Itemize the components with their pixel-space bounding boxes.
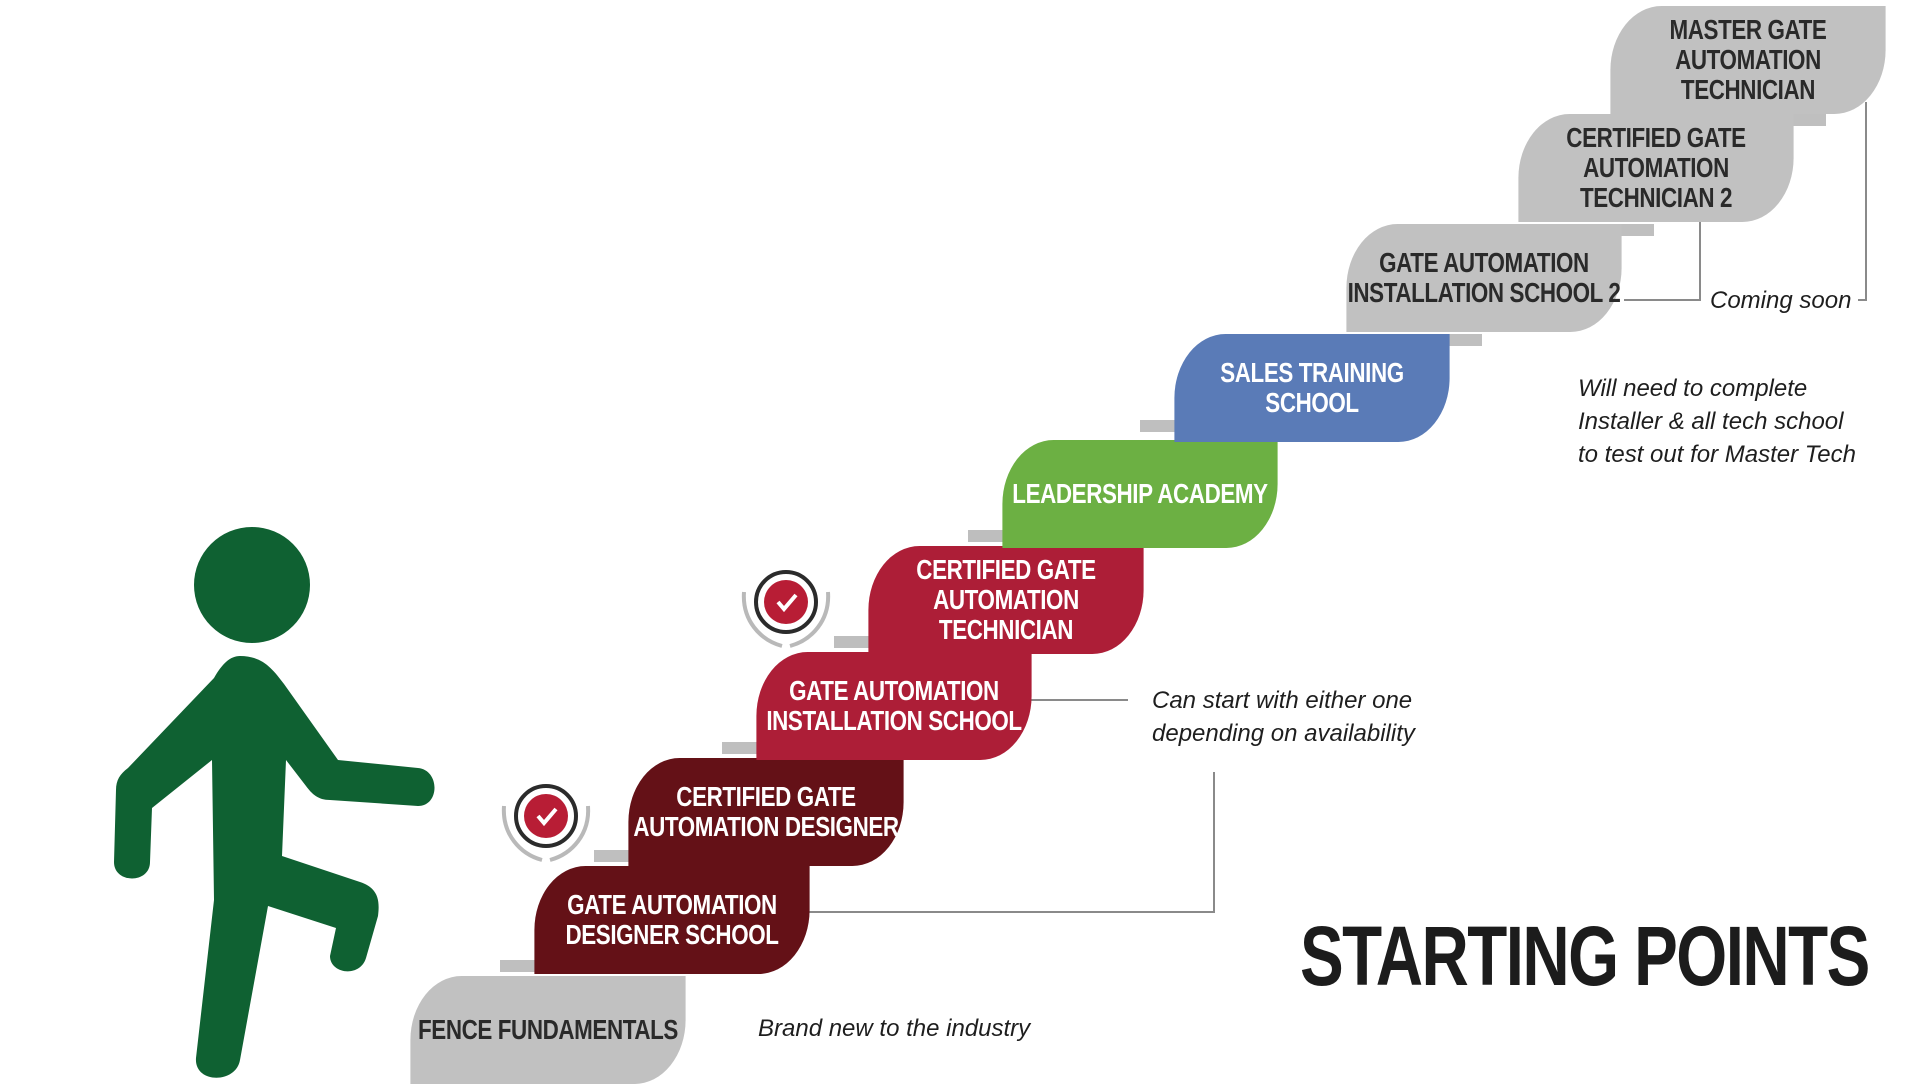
step-label: SALES TRAINING SCHOOL: [1220, 357, 1404, 418]
step-leadership-academy[interactable]: LEADERSHIP ACADEMY: [1002, 440, 1278, 548]
page-title: STARTING POINTS: [1300, 909, 1870, 1003]
step-label: CERTIFIED GATE AUTOMATION DESIGNER: [633, 781, 899, 842]
step-label: GATE AUTOMATION INSTALLATION SCHOOL: [766, 675, 1022, 736]
connector-coming-soon-master: [1858, 102, 1867, 301]
figure-body: [114, 656, 435, 1078]
step-fence-fundamentals[interactable]: FENCE FUNDAMENTALS: [410, 976, 686, 1084]
laurel-left: [741, 591, 783, 648]
step-label: FENCE FUNDAMENTALS: [418, 1014, 678, 1045]
note-can-start: Can start with either one depending on a…: [1152, 687, 1415, 747]
seal-check: [776, 593, 798, 613]
laurel-right: [789, 591, 831, 648]
step-gate-automation-designer-school[interactable]: GATE AUTOMATION DESIGNER SCHOOL: [534, 866, 810, 974]
step-sales-training-school[interactable]: SALES TRAINING SCHOOL: [1174, 334, 1450, 442]
step-label: LEADERSHIP ACADEMY: [1012, 478, 1268, 509]
step-certified-gate-automation-technician[interactable]: CERTIFIED GATE AUTOMATION TECHNICIAN: [868, 546, 1144, 654]
seal-core: [764, 580, 808, 624]
walking-person-icon: [114, 527, 435, 1078]
step-label: CERTIFIED GATE AUTOMATION TECHNICIAN 2: [1566, 122, 1746, 213]
laurel-right: [549, 805, 591, 862]
note-master-requirement: Will need to complete Installer & all te…: [1578, 375, 1856, 468]
step-label: CERTIFIED GATE AUTOMATION TECHNICIAN: [916, 554, 1096, 645]
seal-check: [536, 807, 558, 827]
step-certified-gate-automation-designer[interactable]: CERTIFIED GATE AUTOMATION DESIGNER: [628, 758, 904, 866]
certified-seal-icon: [741, 570, 831, 648]
note-brand-new: Brand new to the industry: [758, 1015, 1031, 1042]
step-gate-automation-installation-school-2[interactable]: GATE AUTOMATION INSTALLATION SCHOOL 2: [1346, 224, 1622, 332]
step-gate-automation-installation-school[interactable]: GATE AUTOMATION INSTALLATION SCHOOL: [756, 652, 1032, 760]
step-label: GATE AUTOMATION DESIGNER SCHOOL: [565, 889, 779, 950]
step-certified-gate-automation-technician-2[interactable]: CERTIFIED GATE AUTOMATION TECHNICIAN 2: [1518, 114, 1794, 222]
note-coming-soon: Coming soon: [1710, 287, 1852, 314]
laurel-left: [501, 805, 543, 862]
step-label: MASTER GATE AUTOMATION TECHNICIAN: [1669, 14, 1827, 105]
step-master-gate-automation-technician[interactable]: MASTER GATE AUTOMATION TECHNICIAN: [1610, 6, 1886, 114]
certified-seal-icon: [501, 784, 591, 862]
connector-coming-soon-tech2: [1624, 208, 1701, 301]
seal-core: [524, 794, 568, 838]
step-label: GATE AUTOMATION INSTALLATION SCHOOL 2: [1347, 247, 1621, 308]
connector-lines: [780, 102, 1867, 913]
figure-head: [194, 527, 310, 643]
connector-brand-new: [780, 772, 1215, 913]
